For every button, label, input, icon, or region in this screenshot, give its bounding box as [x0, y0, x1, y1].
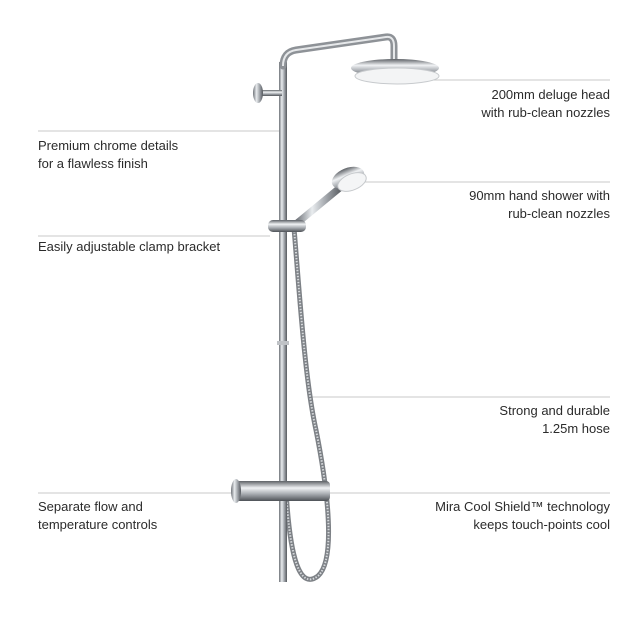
callout-text: Separate flow and [38, 499, 143, 514]
callout-deluge-head: 200mm deluge head with rub-clean nozzles [481, 86, 610, 122]
shower-arm-highlight [282, 35, 395, 67]
flow-control-knob [231, 479, 241, 503]
callout-text: Mira Cool Shield™ technology [435, 499, 610, 514]
callout-hose: Strong and durable 1.25m hose [499, 402, 610, 438]
callout-text: temperature controls [38, 517, 158, 532]
callout-text: with rub-clean nozzles [481, 105, 610, 120]
callout-text: rub-clean nozzles [508, 206, 610, 221]
wall-bracket-plate [253, 83, 263, 103]
callout-text: Premium chrome details [38, 138, 179, 153]
deluge-head-face [354, 67, 440, 85]
callout-text: 200mm deluge head [491, 87, 610, 102]
callout-text: Strong and durable [499, 403, 610, 418]
riser-rail [279, 62, 287, 582]
leader-lines [38, 79, 610, 494]
callout-hand-shower: 90mm hand shower with rub-clean nozzles [469, 187, 610, 223]
callout-cool-shield: Mira Cool Shield™ technology keeps touch… [435, 498, 610, 534]
wall-bracket-arm [258, 90, 282, 96]
hose-highlight [285, 227, 330, 581]
thermostatic-valve-bar [234, 481, 330, 501]
callout-text: 90mm hand shower with [469, 188, 610, 203]
hand-shower-handle [292, 182, 346, 228]
callout-text: for a flawless finish [38, 156, 148, 171]
hand-shower-face [337, 172, 367, 192]
callout-text: 1.25m hose [542, 421, 610, 436]
temperature-control-knob [316, 481, 330, 501]
callout-chrome: Premium chrome details for a flawless fi… [38, 137, 178, 173]
clamp-bracket [268, 220, 306, 232]
callout-text: Easily adjustable clamp bracket [38, 239, 221, 254]
hose-retainer-ring [277, 341, 289, 345]
callout-text: keeps touch-points cool [473, 517, 610, 532]
callout-controls: Separate flow and temperature controls [38, 498, 157, 534]
callout-clamp: Easily adjustable clamp bracket [38, 238, 220, 256]
hose [283, 227, 331, 582]
